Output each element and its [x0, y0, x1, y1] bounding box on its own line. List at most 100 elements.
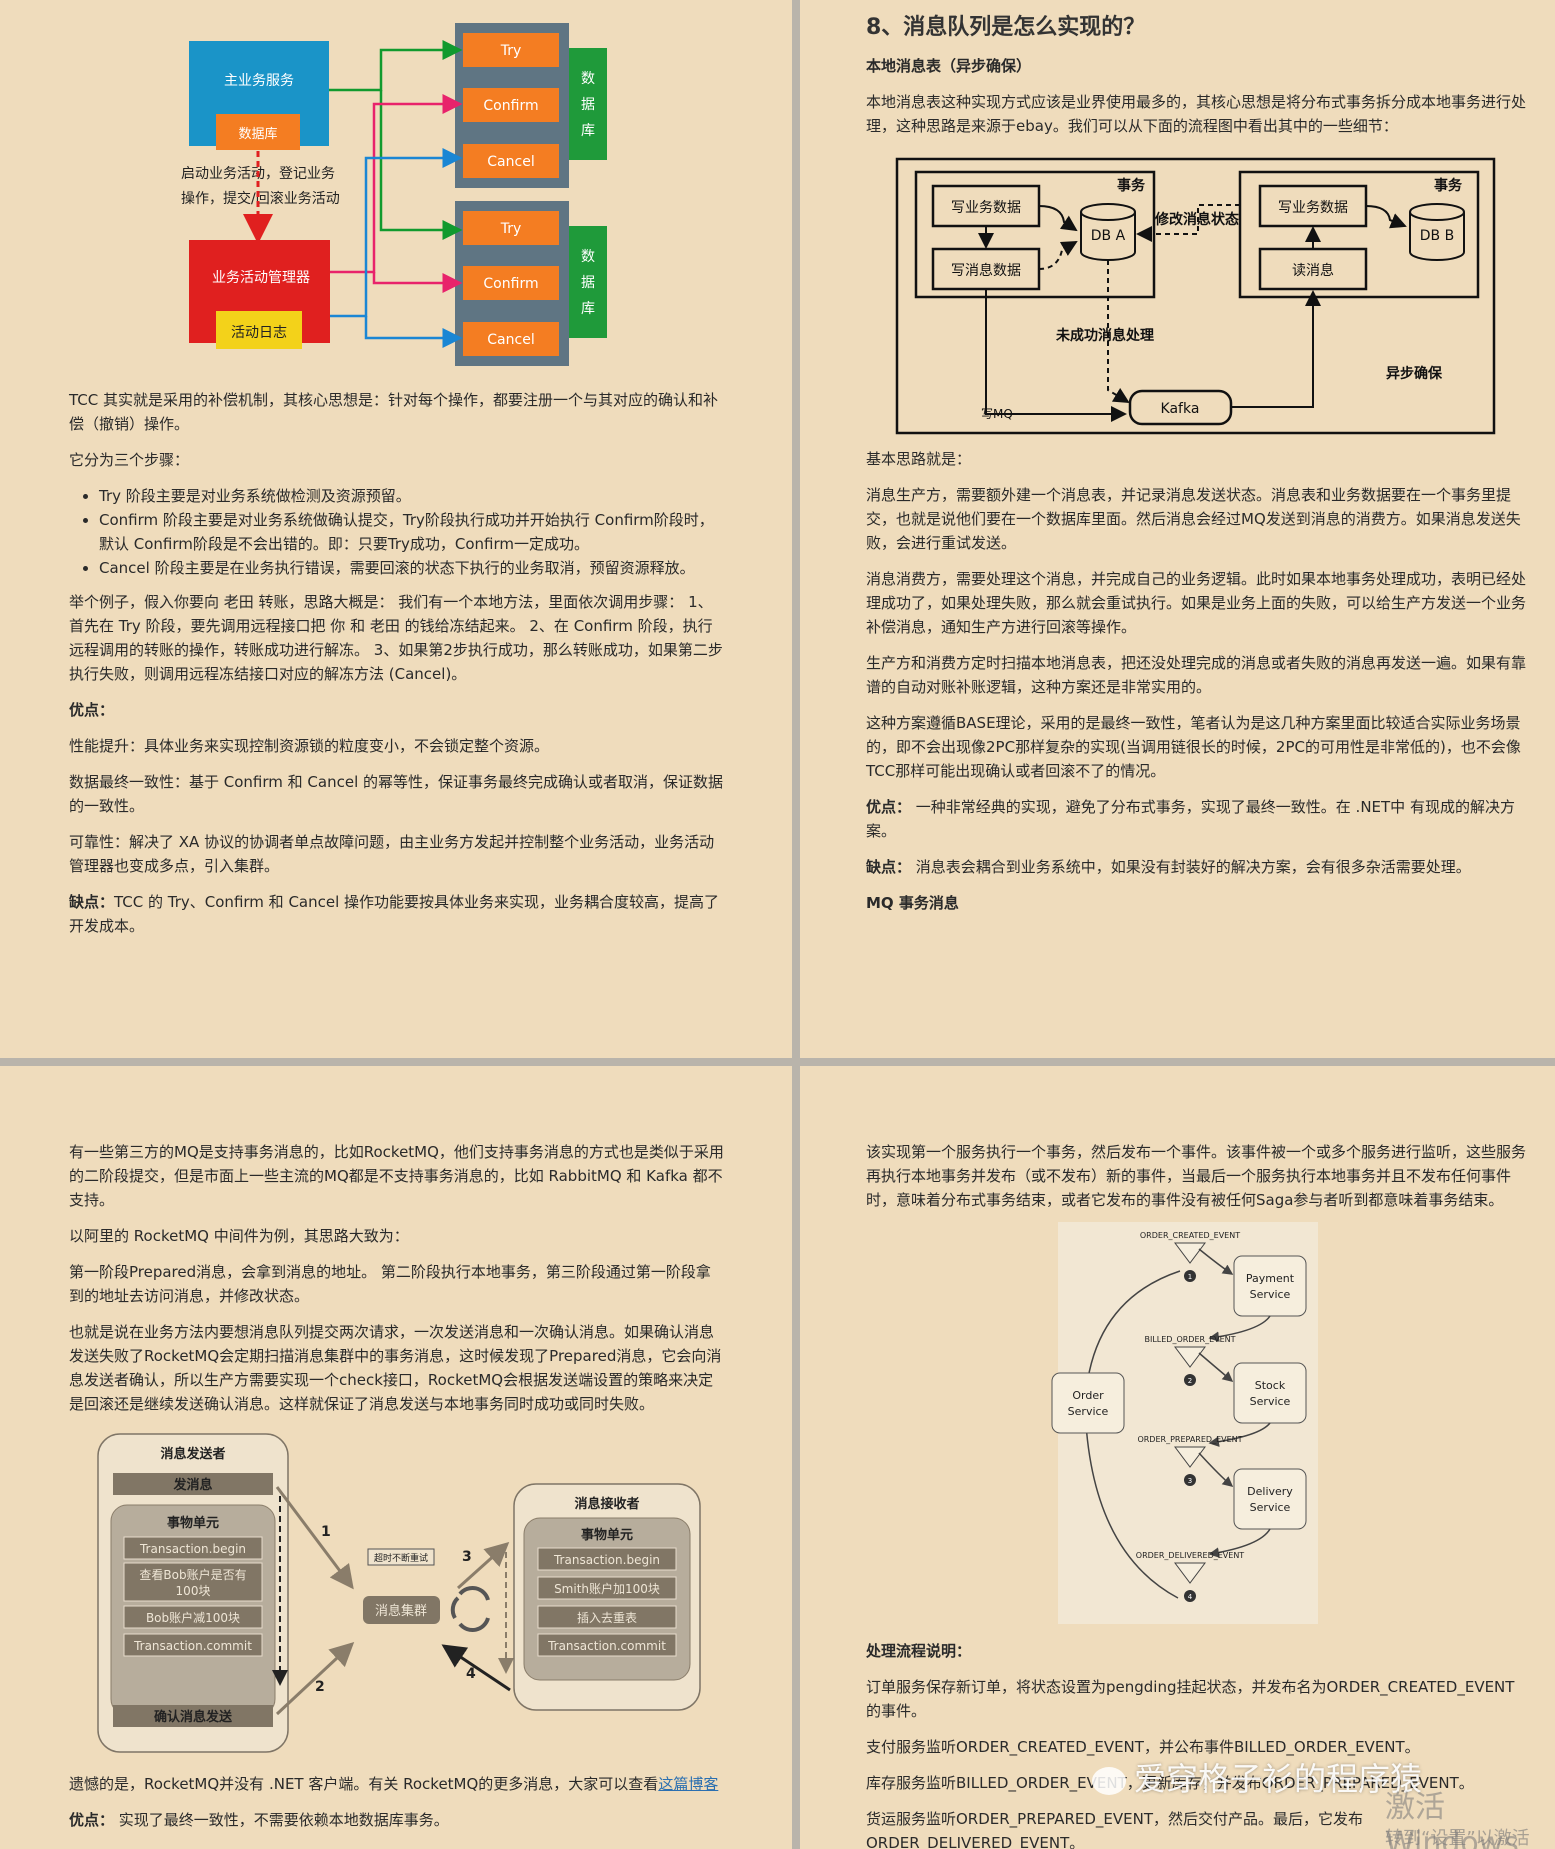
pros-text: 一种非常经典的实现，避免了分布式事务，实现了最终一致性。在 .NET中 有现成的…: [866, 798, 1515, 840]
local-message-intro: 本地消息表这种实现方式应该是业界使用最多的，其核心思想是将分布式事务拆分成本地事…: [866, 93, 1527, 135]
data-store-bottom-char-2: 据: [581, 275, 595, 291]
retry-cycle-icon: [450, 1586, 490, 1632]
check-bob-line-2: 100块: [176, 1584, 211, 1598]
event-1-label: ORDER_CREATED_EVENT: [1140, 1231, 1240, 1240]
event-4-dot: [1184, 1590, 1196, 1602]
data-store-bottom-char-3: 库: [581, 301, 595, 317]
flow-step-4: 货运服务监听ORDER_PREPARED_EVENT，然后交付产品。最后，它发布…: [866, 1810, 1364, 1849]
event-3-dot: [1184, 1474, 1196, 1486]
try-box-bottom: [463, 211, 559, 245]
cancel-box-bottom: [463, 322, 559, 356]
sender-tx-commit: [123, 1633, 263, 1657]
event-2-marker: [1174, 1346, 1206, 1368]
local-message-table-heading: 本地消息表（异步确保）: [866, 57, 1032, 75]
sender-tx-begin: [123, 1536, 263, 1560]
activate-windows-hint: 转到“设置”以激活: [1385, 1828, 1530, 1849]
check-bob-line-1: 查看Bob账户是否有: [139, 1567, 246, 1582]
bob-minus-label: Bob账户减100块: [146, 1610, 240, 1625]
data-store-top-char-3: 库: [581, 123, 595, 139]
stock-label-1: Stock: [1255, 1379, 1286, 1392]
sender-tx-unit-title: 事物单元: [167, 1515, 219, 1531]
saga-flow: 处理流程说明： 订单服务保存新订单，将状态设置为pengding挂起状态，并发布…: [866, 1639, 1526, 1849]
receiver-tx-begin-label: Transaction.begin: [553, 1553, 660, 1567]
pros-paragraph: 优点： 一种非常经典的实现，避免了分布式事务，实现了最终一致性。在 .NET中 …: [866, 795, 1526, 843]
local-message-body: 基本思路就是： 消息生产方，需要额外建一个消息表，并记录消息发送状态。消息表和业…: [866, 447, 1526, 927]
try-arrows: [329, 40, 463, 240]
confirm-box-top: [463, 88, 559, 122]
kafka-label: Kafka: [1161, 401, 1200, 417]
event-2-dot: [1184, 1374, 1196, 1386]
pros-reliability: 可靠性：解决了 XA 协议的协调者单点故障问题，由主业务方发起并控制整个业务活动…: [69, 833, 715, 875]
activity-log-label: 活动日志: [231, 325, 287, 341]
basic-idea: 基本思路就是：: [866, 450, 972, 468]
data-store-top-char-1: 数: [581, 71, 595, 87]
steps-intro: 它分为三个步骤：: [69, 451, 190, 469]
step-1-label: 1: [321, 1524, 331, 1540]
no-dotnet-client-paragraph: 遗憾的是，RocketMQ并没有 .NET 客户端。有关 RocketMQ的更多…: [69, 1772, 725, 1796]
receiver-tx-commit: [537, 1633, 677, 1657]
flow-heading: 处理流程说明：: [866, 1642, 972, 1660]
data-store-top-char-2: 据: [581, 97, 595, 113]
data-store-bottom: [569, 226, 607, 338]
bob-minus-step: [123, 1605, 263, 1629]
data-store-bottom-char-1: 数: [581, 249, 595, 265]
brand-watermark-text: 爱穿格子衫的程序猿: [1134, 1760, 1423, 1798]
unsuccessful-label: 未成功消息处理: [1056, 327, 1154, 344]
receiver-tx-unit-title: 事物单元: [581, 1527, 633, 1543]
cons-label: 缺点：: [69, 893, 115, 911]
manager-label: 业务活动管理器: [212, 270, 310, 286]
cancel-box-top: [463, 144, 559, 178]
insert-dedup-label: 插入去重表: [577, 1611, 637, 1625]
confirm-send-bar: [113, 1705, 273, 1727]
confirm-label-top: Confirm: [483, 98, 538, 114]
receiver-tx-commit-label: Transaction.commit: [547, 1639, 666, 1653]
try-label-bottom: Try: [500, 221, 522, 237]
step-confirm: Confirm 阶段主要是对业务系统做确认提交，Try阶段执行成功并开始执行 C…: [99, 508, 725, 556]
rocketmq-diagram: 消息发送者 发消息 事物单元 Transaction.begin 查看Bob账户…: [97, 1433, 701, 1753]
cons-label: 缺点：: [866, 858, 912, 876]
try-box-top: [463, 33, 559, 67]
tcc-intro: TCC 其实就是采用的补偿机制，其核心思想是：针对每个操作，都要注册一个与其对应…: [69, 391, 719, 433]
wechat-icon: [1092, 1767, 1126, 1795]
sender-tx-commit-label: Transaction.commit: [133, 1639, 252, 1653]
tx-box-left: [914, 170, 1156, 299]
no-dotnet-client-text: 遗憾的是，RocketMQ并没有 .NET 客户端。有关 RocketMQ的更多…: [69, 1775, 659, 1793]
timeout-tag-label: 超时不断重试: [374, 1552, 428, 1564]
write-biz-label-right: 写业务数据: [1278, 200, 1348, 216]
mq-tx-heading: MQ 事务消息: [866, 894, 959, 912]
modify-state-label: 修改消息状态: [1154, 211, 1239, 228]
cons-text: TCC 的 Try、Confirm 和 Cancel 操作功能要按具体业务来实现…: [69, 893, 720, 935]
db-b-label: DB B: [1420, 228, 1454, 244]
async-ensure-label: 异步确保: [1386, 365, 1443, 382]
tcc-diagram: 主业务服务 数据库 启动业务活动，登记业务 操作，提交/回滚业务活动 业务活动管…: [181, 23, 607, 366]
event-3-marker: [1174, 1446, 1206, 1468]
saga-intro-paragraph: 该实现第一个服务执行一个事务，然后发布一个事件。该事件被一个或多个服务进行监听，…: [866, 1143, 1527, 1209]
confirm-send-label: 确认消息发送: [154, 1709, 233, 1725]
flow-step-1: 订单服务保存新订单，将状态设置为pengding挂起状态，并发布名为ORDER_…: [866, 1678, 1515, 1720]
step-2-label: 2: [315, 1679, 325, 1695]
event-4-label: ORDER_DELIVERED_EVENT: [1136, 1551, 1245, 1560]
event-3-number: 3: [1188, 1477, 1192, 1485]
sender-tx-begin-label: Transaction.begin: [139, 1542, 246, 1556]
local-message-diagram: 事务 写业务数据 写消息数据 DB A 事务 写业务数据 读消息 DB B 修改…: [895, 157, 1496, 435]
cancel-label-bottom: Cancel: [487, 332, 534, 348]
base-paragraph: 这种方案遵循BASE理论，采用的是最终一致性，笔者认为是这几种方案里面比较适合实…: [866, 714, 1521, 780]
order-service-label-2: Service: [1068, 1405, 1109, 1418]
write-biz-label-left: 写业务数据: [951, 200, 1021, 216]
step-4-label: 4: [466, 1666, 476, 1682]
blog-link[interactable]: 这篇博客: [658, 1775, 719, 1793]
pros-performance: 性能提升：具体业务来实现控制资源锁的粒度变小，不会锁定整个资源。: [69, 737, 550, 755]
check-interface-paragraph: 也就是说在业务方法内要想消息队列提交两次请求，一次发送消息和一次确认消息。如果确…: [69, 1323, 722, 1413]
rocketmq-body: 有一些第三方的MQ是支持事务消息的，比如RocketMQ，他们支持事务消息的方式…: [69, 1140, 725, 1428]
data-store-top: [569, 48, 607, 160]
tx-box-right: [1238, 170, 1480, 299]
cluster-label: 消息集群: [375, 1603, 427, 1619]
tcc-body: TCC 其实就是采用的补偿机制，其核心思想是：针对每个操作，都要注册一个与其对应…: [69, 388, 725, 950]
db-b-top: [1409, 203, 1465, 221]
read-msg-label: 读消息: [1292, 262, 1334, 279]
saga-intro: 该实现第一个服务执行一个事务，然后发布一个事件。该事件被一个或多个服务进行监听，…: [866, 1140, 1526, 1224]
activate-windows-title: 激活 Windows: [1385, 1790, 1519, 1849]
payment-label-1: Payment: [1246, 1272, 1295, 1285]
document-page-2: 8、消息队列是怎么实现的？ 本地消息表（异步确保） 本地消息表这种实现方式应该是…: [800, 0, 1555, 1058]
rocketmq-example-intro: 以阿里的 RocketMQ 中间件为例，其思路大致为：: [69, 1227, 409, 1245]
